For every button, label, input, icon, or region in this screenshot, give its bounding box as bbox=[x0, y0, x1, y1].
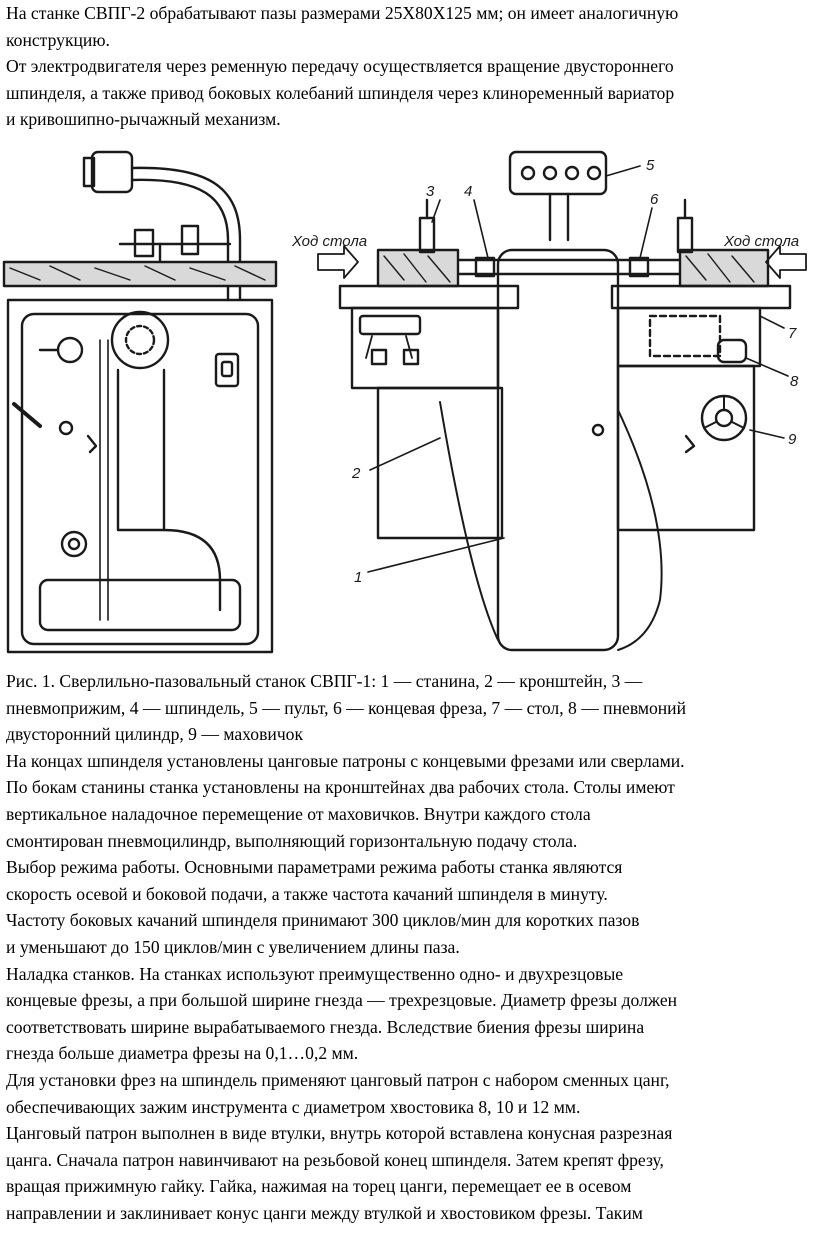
part-number-3: 3 bbox=[426, 183, 435, 200]
body-line-17: обеспечивающих зажим инструмента с диаме… bbox=[6, 1096, 581, 1117]
table-move-label-right: Ход стола bbox=[723, 233, 799, 250]
body-line-8: Выбор режима работы. Основными параметра… bbox=[6, 857, 623, 878]
intro-line-2: конструкцию. bbox=[6, 29, 110, 50]
body-line-21: направлении и заклинивает конус цанги ме… bbox=[6, 1203, 643, 1223]
part-number-7: 7 bbox=[788, 325, 797, 342]
intro-line-3: От электродвигателя через ременную перед… bbox=[6, 56, 674, 77]
part-number-6: 6 bbox=[650, 191, 659, 208]
table-move-label-left: Ход стола bbox=[291, 233, 367, 250]
body-line-9: скорость осевой и боковой подачи, а такж… bbox=[6, 883, 608, 904]
machine-drawing: Ход стола Ход стола 1 2 3 4 5 6 7 8 9 bbox=[0, 140, 816, 660]
intro-line-1: На станке СВПГ-2 обрабатывают пазы разме… bbox=[6, 3, 679, 23]
body-line-4: На концах шпинделя установлены цанговые … bbox=[6, 750, 685, 771]
caption-line-2: пневмоприжим, 4 — шпиндель, 5 — пульт, 6… bbox=[6, 697, 687, 718]
part-number-9: 9 bbox=[788, 431, 797, 448]
front-view bbox=[317, 150, 807, 652]
body-line-7: смонтирован пневмоцилиндр, выполняющий г… bbox=[6, 830, 578, 851]
body-line-10: Частоту боковых качаний шпинделя принима… bbox=[6, 910, 640, 931]
body-line-14: соответствовать ширине вырабатываемого г… bbox=[6, 1016, 645, 1037]
part-number-2: 2 bbox=[351, 465, 361, 482]
body-line-19: цанга. Сначала патрон навинчивают на рез… bbox=[6, 1149, 664, 1170]
caption-line-3: двусторонний цилиндр, 9 — маховичок bbox=[6, 724, 304, 745]
body-line-6: вертикальное наладочное перемещение от м… bbox=[6, 804, 591, 824]
body-line-11: и уменьшают до 150 циклов/мин с увеличен… bbox=[6, 937, 460, 957]
side-view bbox=[2, 150, 278, 654]
part-number-5: 5 bbox=[646, 157, 655, 174]
caption-line-1: Рис. 1. Сверлильно-пазовальный станок СВ… bbox=[6, 671, 643, 691]
body-line-18: Цанговый патрон выполнен в виде втулки, … bbox=[6, 1123, 673, 1144]
part-number-8: 8 bbox=[790, 373, 799, 390]
intro-line-5: и кривошипно-рычажный механизм. bbox=[6, 109, 281, 130]
body-line-12: Наладка станков. На станках используют п… bbox=[6, 963, 624, 984]
body-line-15: гнезда больше диаметра фрезы на 0,1…0,2 … bbox=[6, 1043, 359, 1064]
part-number-1: 1 bbox=[354, 569, 362, 586]
body-line-5: По бокам станины станка установлены на к… bbox=[6, 777, 675, 798]
body-line-20: вращая прижимную гайку. Гайка, нажимая н… bbox=[6, 1176, 632, 1197]
body-line-13: концевые фрезы, а при большой ширине гне… bbox=[6, 990, 678, 1011]
body-line-16: Для установки фрез на шпиндель применяют… bbox=[6, 1070, 670, 1090]
intro-line-4: шпинделя, а также привод боковых колебан… bbox=[6, 82, 675, 103]
part-number-4: 4 bbox=[464, 183, 472, 200]
